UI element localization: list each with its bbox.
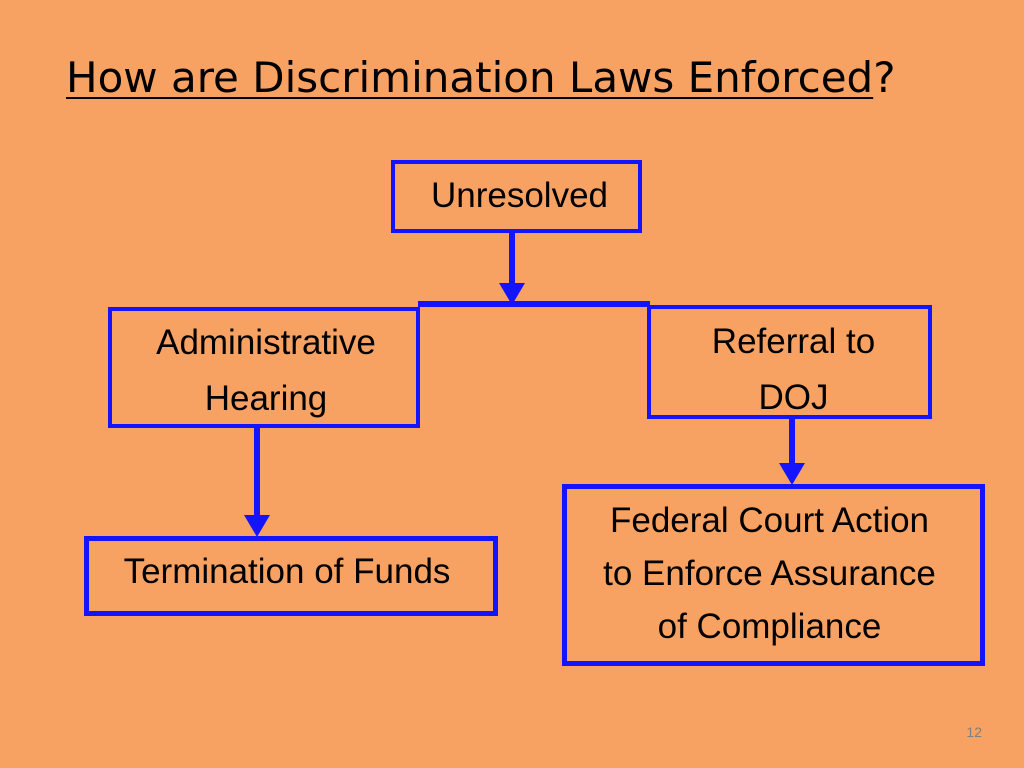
node-federal-court-action: Federal Court Action to Enforce Assuranc… (562, 484, 985, 666)
node-referral-to-doj: Referral to DOJ (647, 305, 932, 419)
node-unresolved: Unresolved (391, 160, 642, 233)
node-termination-of-funds: Termination of Funds (84, 536, 498, 616)
arrowhead-court (779, 463, 805, 485)
slide-title-question-mark: ? (873, 53, 896, 102)
slide-title: How are Discrimination Laws Enforced? (66, 50, 896, 106)
arrowhead-termination (244, 515, 270, 537)
page-number: 12 (966, 724, 982, 740)
node-administrative-hearing: Administrative Hearing (108, 307, 420, 428)
slide-title-text: How are Discrimination Laws Enforced (66, 53, 874, 102)
arrowhead-unresolved (499, 283, 525, 305)
